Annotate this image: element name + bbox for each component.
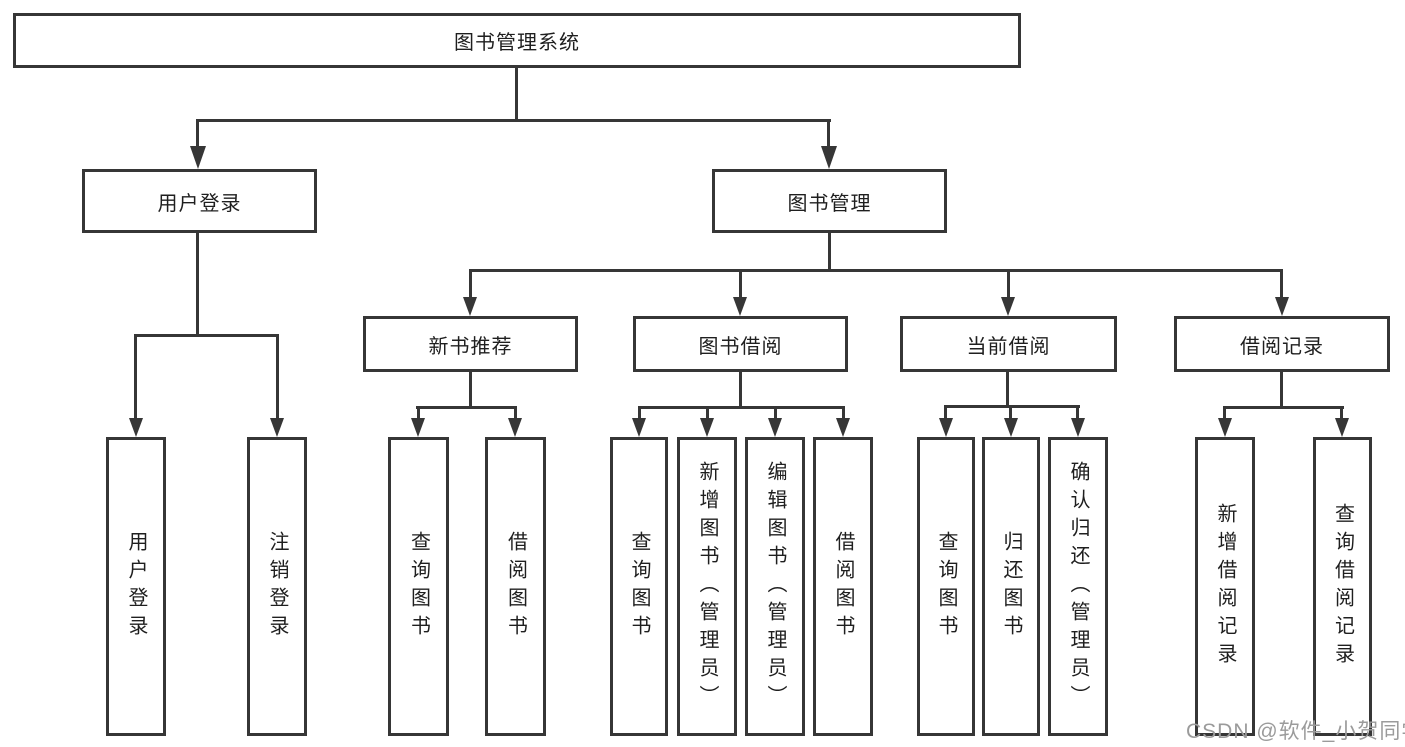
node-book-borrowing: 图书借阅 — [633, 316, 848, 372]
node-library-management-system: 图书管理系统 — [13, 13, 1021, 68]
leaf-logout: 注销登录 — [247, 437, 307, 736]
connector-arrow-stem — [1280, 269, 1283, 300]
arrowhead-icon — [508, 418, 522, 437]
connector-arrow-stem — [417, 406, 420, 420]
arrowhead-icon — [733, 297, 747, 316]
arrowhead-icon — [821, 146, 837, 169]
node-new-book-recommendation: 新书推荐 — [363, 316, 578, 372]
arrowhead-icon — [632, 418, 646, 437]
leaf-label: 新增借阅记录 — [1214, 502, 1236, 671]
leaf-br-query-record: 查询借阅记录 — [1313, 437, 1372, 736]
leaf-cb-return-books: 归还图书 — [982, 437, 1040, 736]
leaf-label: 新增图书（管理员） — [696, 460, 718, 713]
csdn-watermark: CSDN @软件_小贺同学 — [1186, 720, 1405, 743]
connector-arrow-stem — [514, 406, 517, 420]
connector-arrow-stem — [638, 406, 641, 420]
arrowhead-icon — [768, 418, 782, 437]
leaf-label: 查询图书 — [628, 530, 650, 643]
connector-arrow-stem — [469, 269, 472, 300]
leaf-label: 查询图书 — [407, 530, 430, 643]
leaf-label: 注销登录 — [266, 530, 288, 643]
leaf-br-add-record: 新增借阅记录 — [1195, 437, 1255, 736]
connector-arrow-stem — [1340, 406, 1343, 420]
arrowhead-icon — [1001, 297, 1015, 316]
connector-arrow-stem — [827, 119, 830, 149]
leaf-label: 查询借阅记录 — [1331, 502, 1354, 671]
connector-root-hline — [196, 119, 831, 122]
leaf-nb-borrow-books: 借阅图书 — [485, 437, 546, 736]
connector-arrow-stem — [774, 406, 777, 420]
arrowhead-icon — [411, 418, 425, 437]
connector-current-stem — [1006, 372, 1009, 408]
connector-book-mgmt-hline — [469, 269, 1283, 272]
connector-arrow-stem — [1007, 269, 1010, 300]
leaf-cb-query-books: 查询图书 — [917, 437, 975, 736]
arrowhead-icon — [1218, 418, 1232, 437]
node-current-borrowing: 当前借阅 — [900, 316, 1117, 372]
leaf-user-login: 用户登录 — [106, 437, 166, 736]
node-book-management: 图书管理 — [712, 169, 947, 233]
leaf-bb-edit-books-admin: 编辑图书（管理员） — [745, 437, 805, 736]
connector-arrow-stem — [1223, 406, 1226, 420]
arrowhead-icon — [463, 297, 477, 316]
leaf-label: 借阅图书 — [504, 530, 527, 643]
arrowhead-icon — [939, 418, 953, 437]
connector-new-book-stem — [469, 372, 472, 409]
connector-arrow-stem — [739, 269, 742, 300]
connector-borrowing-stem — [739, 372, 742, 409]
connector-arrow-stem — [196, 119, 199, 149]
arrowhead-icon — [1335, 418, 1349, 437]
arrowhead-icon — [836, 418, 850, 437]
connector-arrow-stem — [944, 405, 947, 420]
leaf-label: 借阅图书 — [832, 530, 854, 643]
leaf-bb-add-books-admin: 新增图书（管理员） — [677, 437, 737, 736]
connector-arrow-stem — [706, 406, 709, 420]
leaf-cb-confirm-return-admin: 确认归还（管理员） — [1048, 437, 1108, 736]
leaf-label: 归还图书 — [1000, 530, 1022, 643]
leaf-label: 用户登录 — [125, 530, 147, 643]
leaf-label: 查询图书 — [935, 530, 957, 643]
connector-user-login-stem — [196, 233, 199, 337]
connector-book-mgmt-stem — [828, 233, 831, 272]
arrowhead-icon — [700, 418, 714, 437]
node-user-login: 用户登录 — [82, 169, 317, 233]
arrowhead-icon — [129, 418, 143, 437]
leaf-bb-borrow-books: 借阅图书 — [813, 437, 873, 736]
leaf-label: 确认归还（管理员） — [1067, 460, 1089, 713]
arrowhead-icon — [190, 146, 206, 169]
connector-user-login-hline — [134, 334, 279, 337]
connector-current-hline — [945, 405, 1080, 408]
leaf-bb-query-books: 查询图书 — [610, 437, 668, 736]
leaf-label: 编辑图书（管理员） — [764, 460, 786, 713]
arrowhead-icon — [1004, 418, 1018, 437]
connector-borrowing-hline — [638, 406, 845, 409]
arrowhead-icon — [1275, 297, 1289, 316]
connector-arrow-stem — [276, 334, 279, 420]
connector-new-book-hline — [416, 406, 517, 409]
connector-arrow-stem — [1009, 405, 1012, 420]
arrowhead-icon — [270, 418, 284, 437]
connector-arrow-stem — [842, 406, 845, 420]
connector-arrow-stem — [134, 334, 137, 420]
connector-root-stem — [515, 68, 518, 122]
connector-records-stem — [1280, 372, 1283, 409]
connector-arrow-stem — [1076, 405, 1079, 420]
node-borrowing-records: 借阅记录 — [1174, 316, 1390, 372]
leaf-nb-query-books: 查询图书 — [388, 437, 449, 736]
connector-records-hline — [1224, 406, 1344, 409]
arrowhead-icon — [1071, 418, 1085, 437]
